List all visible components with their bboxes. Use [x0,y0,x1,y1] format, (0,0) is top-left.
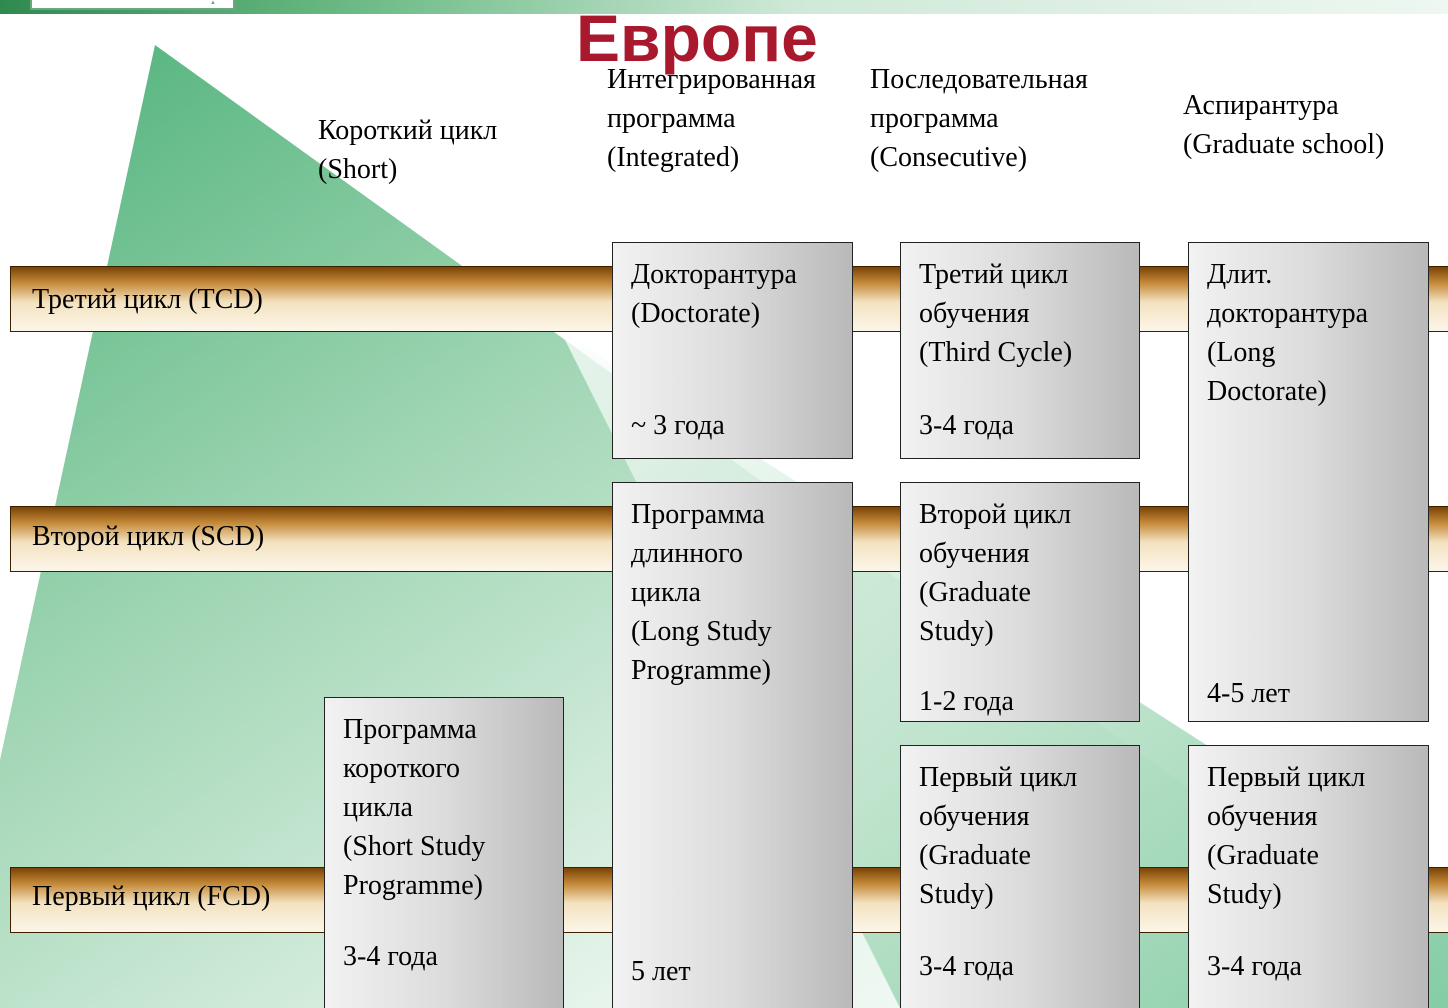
column-header-consecutive: Последовательная программа (Consecutive) [870,64,1088,173]
level-label-second: Второй цикл (SCD) [32,521,265,552]
column-header-integrated: Интегрированная программа (Integrated) [607,64,816,173]
box-first-cycle-graduate: Первый цикл обучения (Graduate Study) 3-… [1188,745,1429,1008]
box-doctorate: Докторантура (Doctorate) ~ 3 года [612,242,853,459]
box-second-cycle-text: Второй цикл обучения (Graduate Study) [919,499,1072,647]
box-third-cycle-text: Третий цикл обучения (Third Cycle) [919,259,1073,368]
level-label-first: Первый цикл (FCD) [32,881,271,912]
top-banner [0,0,1448,14]
logo-mark: ▲ [210,0,216,6]
box-first-cycle-graduate-text: Первый цикл обучения (Graduate Study) [1207,762,1366,910]
box-doctorate-duration: ~ 3 года [631,410,725,441]
box-short-programme: Программа короткого цикла (Short Study P… [324,697,564,1008]
box-third-cycle-duration: 3-4 года [919,410,1014,441]
box-long-programme-text: Программа длинного цикла (Long Study Pro… [631,499,772,686]
box-doctorate-text: Докторантура (Doctorate) [631,259,797,329]
box-first-cycle-consecutive-text: Первый цикл обучения (Graduate Study) [919,762,1078,910]
level-label-third: Третий цикл (TCD) [32,284,263,315]
box-second-cycle: Второй цикл обучения (Graduate Study) 1-… [900,482,1140,722]
page-title: Европе [576,1,818,75]
box-first-cycle-graduate-duration: 3-4 года [1207,951,1302,982]
box-long-doctorate-text: Длит. докторантура (Long Doctorate) [1207,259,1369,407]
box-first-cycle-consecutive: Первый цикл обучения (Graduate Study) 3-… [900,745,1140,1008]
box-long-doctorate-duration: 4-5 лет [1207,678,1290,709]
box-first-cycle-consecutive-duration: 3-4 года [919,951,1014,982]
box-third-cycle: Третий цикл обучения (Third Cycle) 3-4 г… [900,242,1140,459]
box-long-programme-duration: 5 лет [631,956,691,987]
box-long-programme: Программа длинного цикла (Long Study Pro… [612,482,853,1008]
logo: ▲ [30,0,235,10]
box-long-doctorate: Длит. докторантура (Long Doctorate) 4-5 … [1188,242,1429,722]
box-second-cycle-duration: 1-2 года [919,686,1014,717]
box-short-programme-text: Программа короткого цикла (Short Study P… [343,714,486,901]
column-header-short: Короткий цикл (Short) [318,115,498,185]
column-header-graduate: Аспирантура (Graduate school) [1183,90,1385,160]
box-short-programme-duration: 3-4 года [343,941,438,972]
